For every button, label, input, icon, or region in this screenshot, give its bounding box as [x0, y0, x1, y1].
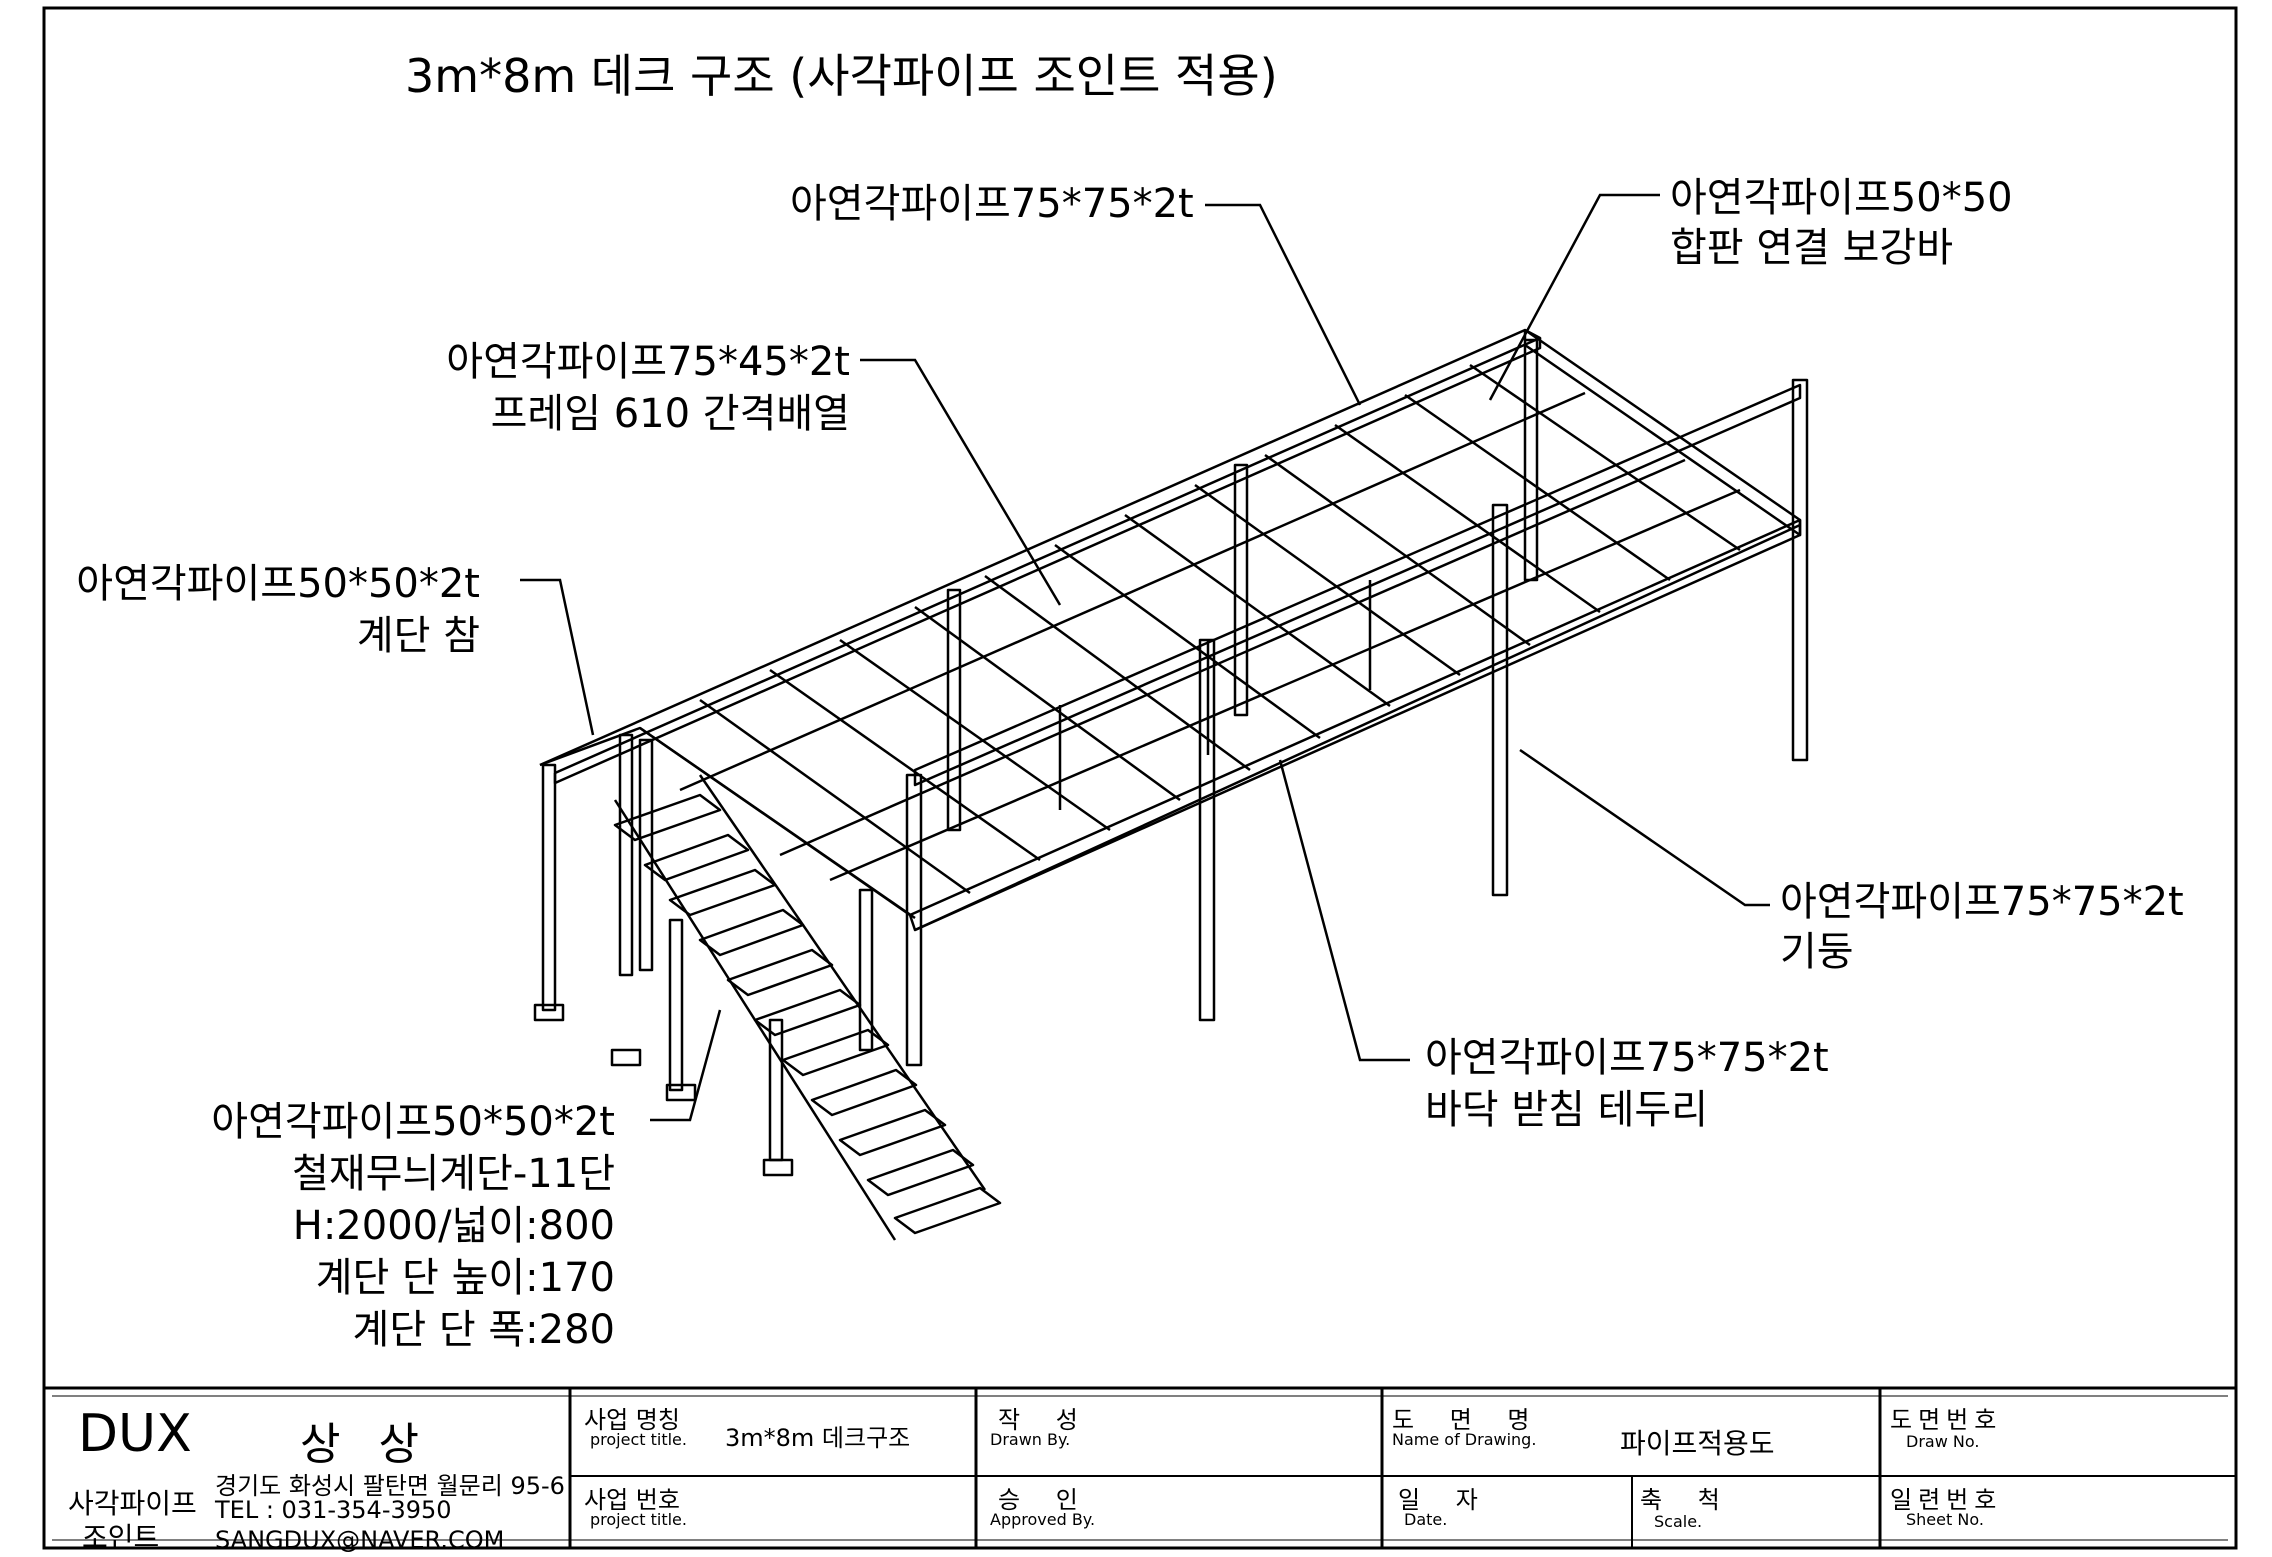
joists: [639, 363, 1741, 920]
leader-lines: [520, 193, 1770, 1122]
date-label: 일 자: [1398, 1486, 1492, 1514]
draw-no-label: 도면번호: [1890, 1406, 2003, 1434]
callout-stair-line5: 계단 단 폭:280: [352, 1307, 615, 1353]
scale-sub: Scale.: [1654, 1512, 1703, 1531]
callout-landing-line2: 계단 참: [356, 613, 480, 659]
stairs: [613, 774, 1002, 1241]
leader-column: [1519, 748, 1770, 907]
title-block-grid: [42, 1386, 2238, 1550]
leader-reinforce: [1488, 193, 1660, 401]
leader-top-pipe: [1205, 203, 1362, 406]
rail-near: [908, 518, 1802, 932]
project-name-label: 사업 명칭: [584, 1406, 680, 1434]
leader-edge: [1278, 759, 1410, 1062]
brand-line2: 조인트: [82, 1521, 160, 1554]
project-name-value: 3m*8m 데크구조: [725, 1424, 911, 1452]
callout-stair-line3: H:2000/넓이:800: [292, 1203, 615, 1249]
callout-edge-line1: 아연각파이프75*75*2t: [1425, 1035, 1829, 1081]
scale-label: 축 척: [1640, 1486, 1734, 1514]
approved-sub: Approved By.: [990, 1510, 1096, 1529]
callout-column-line1: 아연각파이프75*75*2t: [1780, 879, 2184, 925]
brand-line1: 사각파이프: [68, 1487, 197, 1520]
drawn-sub: Drawn By.: [990, 1430, 1071, 1449]
columns: [541, 338, 1809, 1067]
date-sub: Date.: [1404, 1510, 1448, 1529]
callout-landing-line1: 아연각파이프50*50*2t: [76, 561, 480, 607]
project-name-sub: project title.: [590, 1430, 687, 1449]
drawing-name-sub: Name of Drawing.: [1392, 1430, 1537, 1449]
draw-no-sub: Draw No.: [1906, 1432, 1980, 1451]
drawing-name-value: 파이프적용도: [1620, 1427, 1775, 1460]
leader-landing: [520, 578, 595, 736]
callout-reinforce-line2: 합판 연결 보강바: [1670, 225, 1954, 271]
guard-rail: [913, 383, 1802, 787]
approved-label: 승 인: [998, 1486, 1092, 1514]
floor-rim: [914, 523, 1801, 932]
project-no-label: 사업 번호: [584, 1486, 680, 1514]
company-address: 경기도 화성시 팔탄면 월문리 95-6: [215, 1472, 565, 1500]
rail-end-right: [1524, 328, 1802, 537]
callout-column-line2: 기둥: [1780, 929, 1854, 975]
company-name: 상 상: [300, 1419, 431, 1470]
callout-reinforce-line1: 아연각파이프50*50: [1670, 175, 2013, 221]
leader-frame: [860, 358, 1062, 606]
company-tel: TEL : 031-354-3950: [215, 1496, 452, 1524]
drawing-name-label: 도 면 명: [1392, 1406, 1544, 1434]
callout-frame-line2: 프레임 610 간격배열: [490, 391, 850, 437]
drawn-label: 작 성: [998, 1406, 1092, 1434]
deck-structure: [533, 328, 1809, 1241]
callout-stair-line1: 아연각파이프50*50*2t: [211, 1099, 615, 1145]
callout-top-pipe: 아연각파이프75*75*2t: [790, 181, 1194, 227]
callout-edge-line2: 바닥 받침 테두리: [1425, 1087, 1709, 1133]
callout-stair-line2: 철재무늬계단-11단: [292, 1151, 615, 1197]
project-no-sub: project title.: [590, 1510, 687, 1529]
callout-stair-line4: 계단 단 높이:170: [315, 1255, 615, 1301]
callout-frame-line1: 아연각파이프75*45*2t: [446, 339, 850, 385]
company-logo: DUX: [78, 1404, 192, 1464]
company-email: SANGDUX@NAVER.COM: [215, 1526, 505, 1554]
sheet-no-label: 일련번호: [1890, 1486, 2003, 1514]
drawing-title: 3m*8m 데크 구조 (사각파이프 조인트 적용): [405, 49, 1278, 103]
leader-stair: [650, 1009, 722, 1122]
sheet-no-sub: Sheet No.: [1906, 1510, 1984, 1529]
